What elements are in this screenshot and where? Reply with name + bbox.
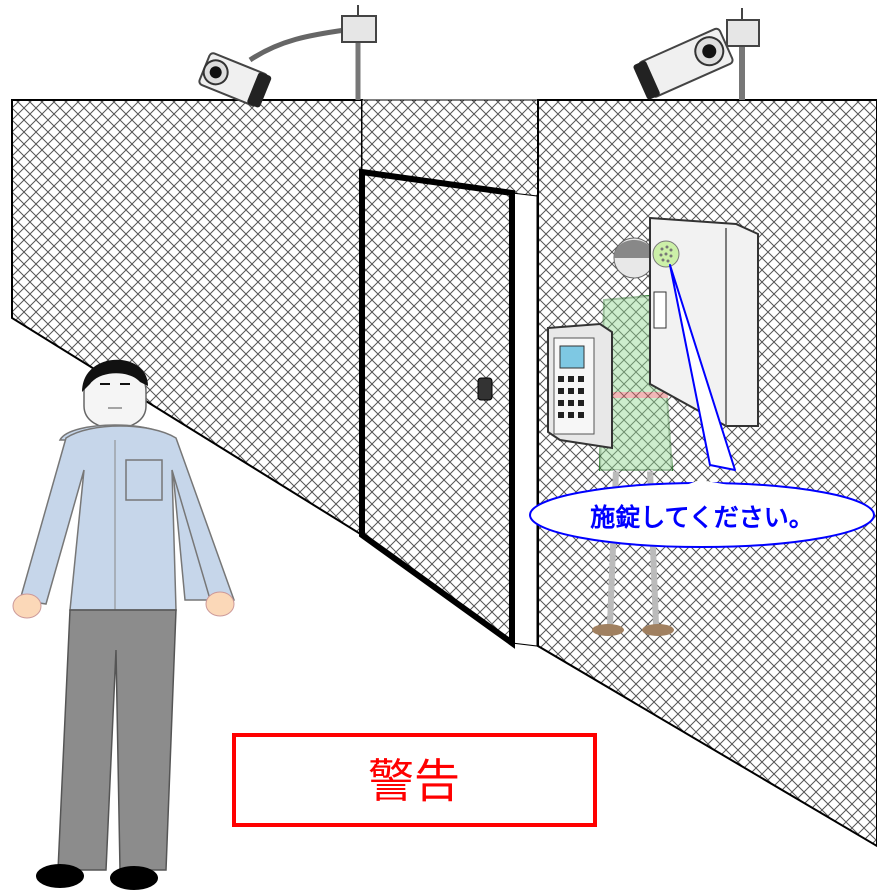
security-camera-icon bbox=[633, 8, 760, 100]
door-gap bbox=[511, 192, 538, 647]
security-camera-icon bbox=[198, 5, 377, 108]
door-handle-icon bbox=[477, 377, 493, 401]
keypad-device bbox=[547, 322, 613, 450]
warning-box: 警告 bbox=[232, 733, 597, 827]
gate-door bbox=[359, 168, 515, 649]
fence-right-panel bbox=[537, 99, 877, 848]
man-figure bbox=[12, 359, 235, 890]
speech-bubble-text: 施錠してください。 bbox=[590, 503, 814, 532]
intercom-panel bbox=[649, 216, 759, 427]
speech-bubble: 施錠してください。 bbox=[529, 264, 875, 548]
warning-text: 警告 bbox=[368, 754, 460, 808]
